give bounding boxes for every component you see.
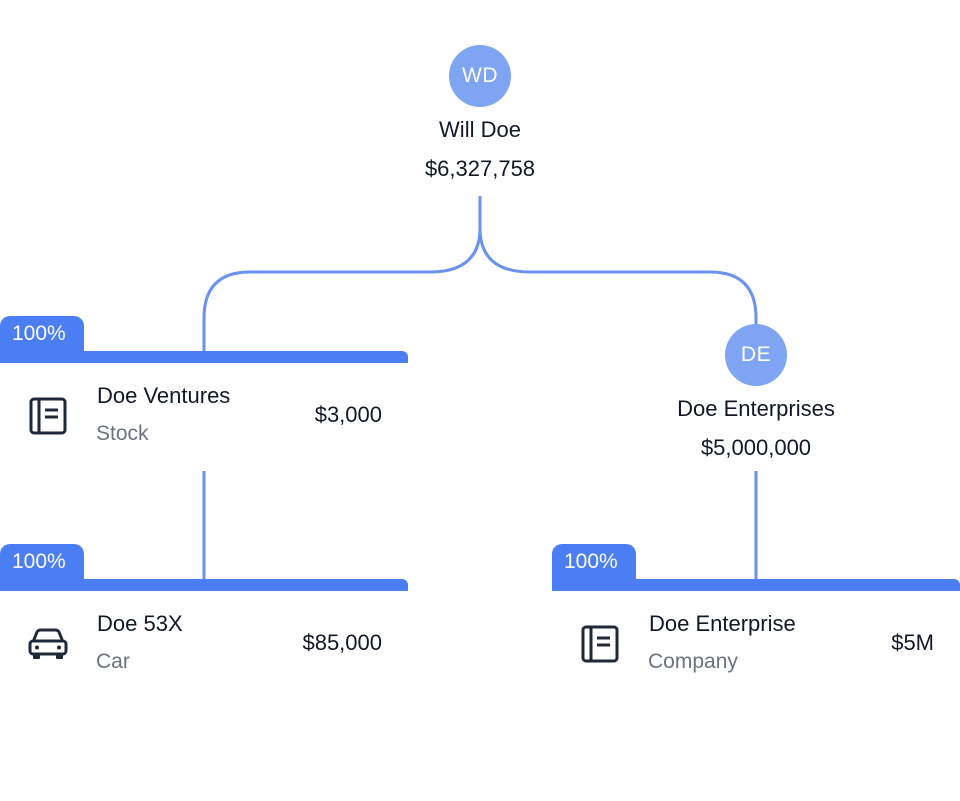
ownership-share-badge: 100%	[552, 544, 636, 580]
holding-type: Car	[96, 650, 130, 673]
holding-value: $3,000	[314, 402, 382, 427]
owner-total: $6,327,758	[424, 156, 536, 181]
holding-name: Doe Enterprise	[649, 611, 796, 636]
entity-node[interactable]: DE Doe Enterprises $5,000,000	[646, 324, 866, 461]
car-icon	[26, 622, 70, 666]
holding-value: $85,000	[302, 630, 382, 655]
entity-total: $5,000,000	[700, 435, 812, 460]
document-icon	[26, 394, 70, 438]
avatar: WD	[449, 45, 511, 107]
avatar: DE	[725, 324, 787, 386]
holding-name: Doe Ventures	[97, 383, 231, 408]
holding-card-doe-ventures[interactable]: 100% Doe Ventures Stock $3,000	[0, 316, 408, 445]
owner-name: Will Doe	[439, 117, 521, 142]
ownership-share-badge: 100%	[0, 316, 84, 352]
holding-card-doe-enterprise[interactable]: 100% Doe Enterprise Company $5M	[552, 544, 960, 673]
entity-name: Doe Enterprises	[677, 396, 835, 421]
holding-name: Doe 53X	[97, 611, 183, 636]
owner-to-enterprises-connector	[478, 227, 758, 326]
card-header-bar	[0, 351, 408, 363]
holding-type: Stock	[96, 422, 149, 445]
card-header-bar	[552, 579, 960, 591]
card-header-bar	[0, 579, 408, 591]
ownership-share-badge: 100%	[0, 544, 84, 580]
holding-type: Company	[648, 650, 738, 673]
owner-node[interactable]: WD Will Doe $6,327,758	[370, 45, 590, 182]
document-icon	[578, 622, 622, 666]
owner-to-ventures-connector	[202, 196, 482, 352]
holding-card-doe-53x[interactable]: 100% Doe 53X Car $85,000	[0, 544, 408, 673]
holding-value: $5M	[891, 630, 934, 655]
